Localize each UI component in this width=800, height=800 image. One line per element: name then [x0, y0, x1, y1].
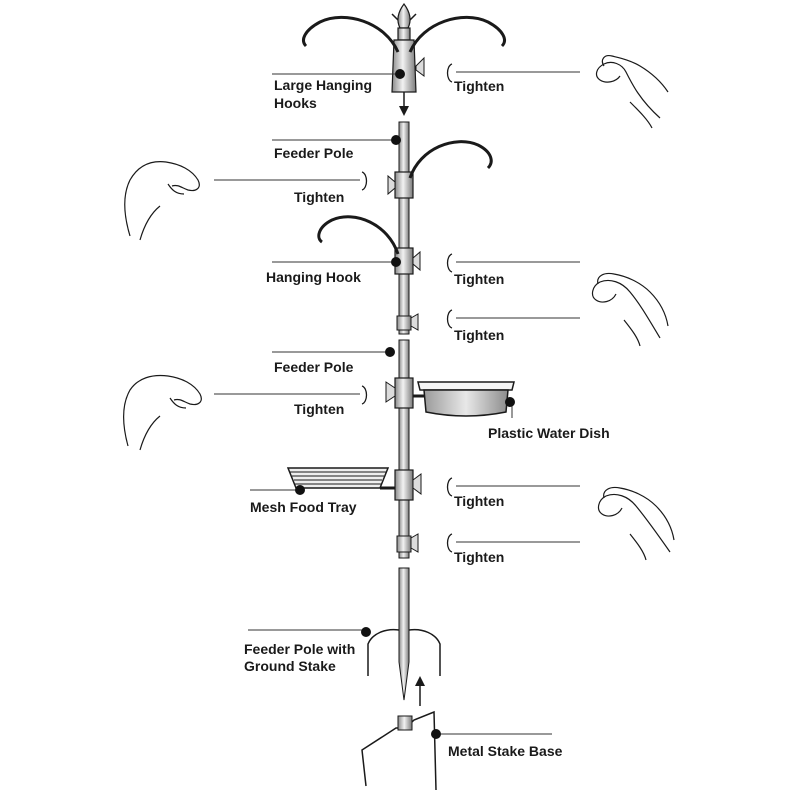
feeder-pole-middle — [380, 339, 426, 559]
label-metal-stake-base: Metal Stake Base — [448, 743, 563, 759]
hand-icon — [595, 55, 669, 129]
tighten-marks — [361, 63, 453, 553]
hand-icon — [597, 486, 675, 561]
label-feeder-pole-ground-1: Feeder Pole with — [244, 641, 356, 657]
hand-icon — [591, 272, 669, 347]
metal-stake-base — [361, 710, 437, 791]
label-tighten: Tighten — [454, 327, 505, 343]
water-dish — [417, 381, 515, 417]
hand-icon — [123, 374, 202, 451]
label-tighten: Tighten — [454, 78, 505, 94]
label-feeder-pole-ground-2: Ground Stake — [244, 658, 336, 674]
label-tighten: Tighten — [454, 271, 505, 287]
ground-stake-pole — [367, 567, 441, 706]
label-plastic-water-dish: Plastic Water Dish — [488, 425, 610, 441]
label-feeder-pole-middle: Feeder Pole — [274, 359, 354, 375]
label-tighten: Tighten — [294, 401, 345, 417]
label-mesh-food-tray: Mesh Food Tray — [250, 499, 357, 515]
label-large-hanging-hooks-1: Large Hanging — [274, 77, 373, 93]
callout-lines — [214, 71, 580, 735]
label-hanging-hook: Hanging Hook — [266, 269, 361, 285]
label-feeder-pole-top: Feeder Pole — [274, 145, 354, 161]
hand-icon — [124, 161, 200, 241]
callout-dots — [295, 69, 515, 739]
label-tighten: Tighten — [454, 493, 505, 509]
mesh-food-tray — [286, 467, 390, 489]
label-tighten: Tighten — [294, 189, 345, 205]
large-hanging-hooks — [302, 2, 506, 116]
label-large-hanging-hooks-2: Hooks — [274, 95, 317, 111]
label-tighten: Tighten — [454, 549, 505, 565]
